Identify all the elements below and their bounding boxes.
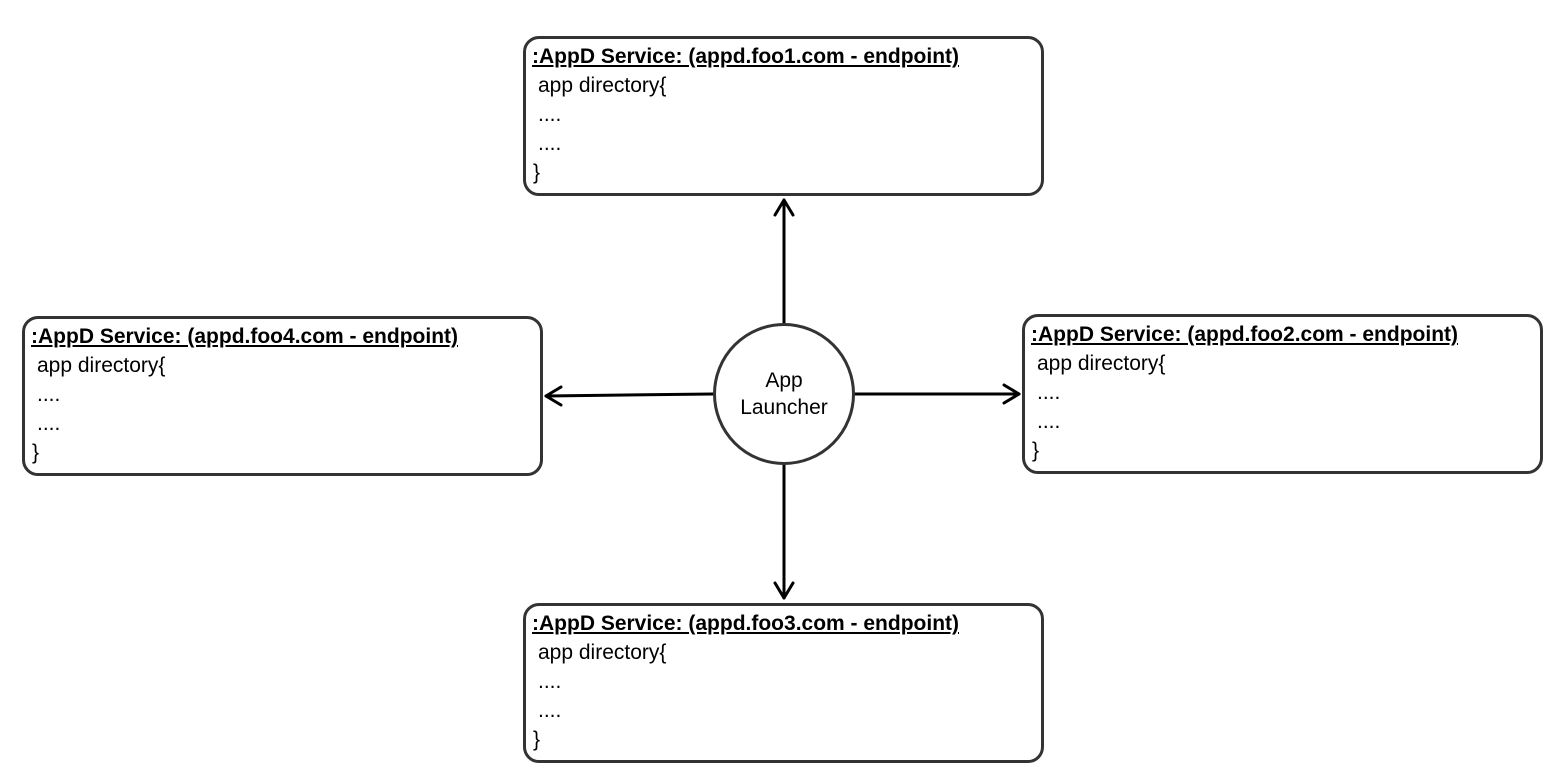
service-line: app directory{ bbox=[538, 74, 667, 97]
service-line: .... bbox=[538, 670, 562, 693]
arrowhead-foo4 bbox=[544, 385, 563, 407]
service-line: app directory{ bbox=[37, 354, 166, 377]
arrowhead-foo3 bbox=[773, 581, 795, 600]
service-title: :AppD Service: (appd.foo3.com - endpoint… bbox=[532, 612, 960, 635]
service-box-foo4: :AppD Service: (appd.foo4.com - endpoint… bbox=[22, 316, 543, 476]
service-line: .... bbox=[538, 103, 562, 126]
service-line: app directory{ bbox=[1037, 352, 1166, 375]
service-title: :AppD Service: (appd.foo1.com - endpoint… bbox=[532, 45, 960, 68]
app-launcher-label: App Launcher bbox=[740, 369, 828, 419]
service-line: .... bbox=[1037, 410, 1061, 433]
arrow-to-foo4 bbox=[544, 392, 715, 398]
service-line: .... bbox=[538, 132, 562, 155]
service-line: .... bbox=[37, 383, 61, 406]
service-box-foo2: :AppD Service: (appd.foo2.com - endpoint… bbox=[1022, 314, 1543, 474]
service-box-foo3: :AppD Service: (appd.foo3.com - endpoint… bbox=[523, 603, 1044, 763]
service-line: } bbox=[533, 728, 541, 751]
service-title: :AppD Service: (appd.foo2.com - endpoint… bbox=[1031, 323, 1459, 346]
service-line: .... bbox=[538, 699, 562, 722]
service-line: } bbox=[32, 441, 40, 464]
service-box-foo1: :AppD Service: (appd.foo1.com - endpoint… bbox=[523, 36, 1044, 196]
arrowhead-foo2 bbox=[1002, 383, 1021, 405]
service-line: app directory{ bbox=[538, 641, 667, 664]
service-line: } bbox=[533, 161, 541, 184]
service-line: .... bbox=[1037, 381, 1061, 404]
app-launcher-node: App Launcher bbox=[713, 323, 855, 465]
service-line: .... bbox=[37, 412, 61, 435]
arrowhead-foo1 bbox=[773, 198, 795, 217]
service-title: :AppD Service: (appd.foo4.com - endpoint… bbox=[31, 325, 459, 348]
service-line: } bbox=[1032, 439, 1040, 462]
